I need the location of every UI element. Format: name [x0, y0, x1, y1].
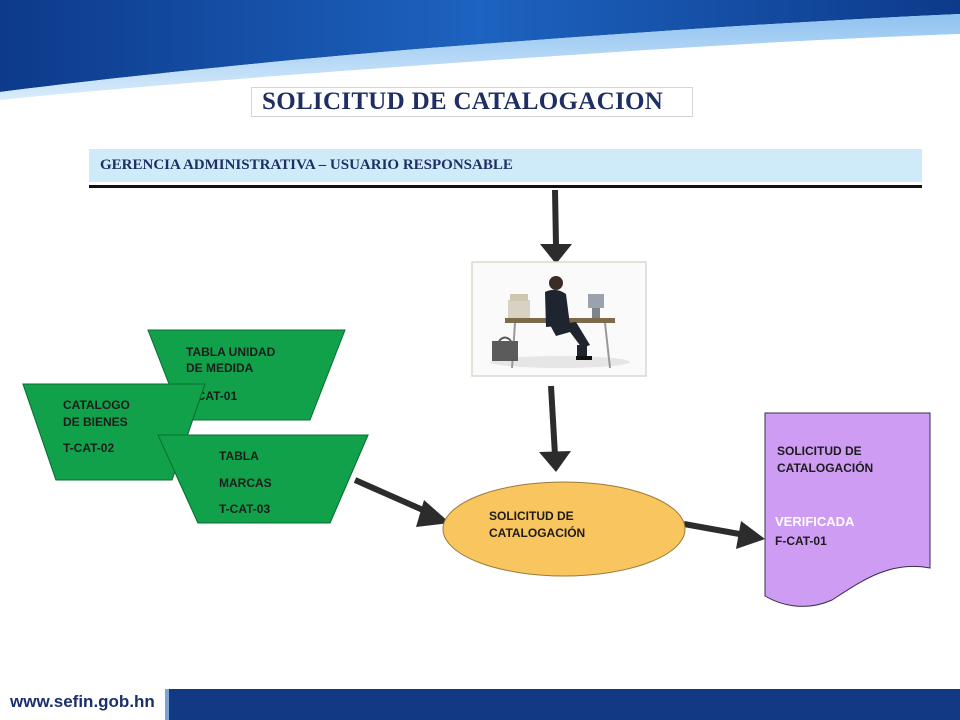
header-divider — [89, 185, 922, 188]
process-label-line1: SOLICITUD DE — [489, 509, 574, 523]
arrow-tables-to-process — [353, 477, 450, 527]
process-label-line2: CATALOGACIÓN — [489, 526, 586, 540]
marcas-label-line2: MARCAS — [219, 476, 272, 490]
page-title: SOLICITUD DE CATALOGACION — [262, 88, 664, 115]
office-worker-image — [471, 261, 647, 377]
marcas-label-line1: TABLA — [219, 449, 259, 463]
arrow-process-to-document — [683, 521, 765, 549]
document-label-line2: CATALOGACIÓN — [777, 461, 874, 475]
catalogo-bienes-label-line1: CATALOGO — [63, 398, 130, 412]
header-label: GERENCIA ADMINISTRATIVA – USUARIO RESPON… — [100, 157, 513, 173]
arrow-header-to-user — [540, 189, 572, 264]
document-code: F-CAT-01 — [775, 534, 827, 548]
document-label-line1: SOLICITUD DE — [777, 444, 862, 458]
catalogo-bienes-label-line2: DE BIENES — [63, 415, 128, 429]
document-status: VERIFICADA — [775, 514, 855, 529]
catalogo-bienes-code: T-CAT-02 — [63, 441, 115, 455]
title-frame — [251, 87, 693, 117]
footer-url-link[interactable]: www.sefin.gob.hn — [10, 692, 155, 711]
header-banner — [0, 0, 960, 100]
unidad-medida-label-line1: TABLA UNIDAD — [186, 345, 276, 359]
footer-separator — [165, 689, 169, 720]
marcas-code: T-CAT-03 — [219, 502, 271, 516]
footer-url-panel — [0, 689, 165, 720]
process-ellipse — [442, 481, 686, 577]
document-shape — [764, 412, 931, 607]
header-bar — [89, 149, 922, 182]
unidad-medida-label-line2: DE MEDIDA — [186, 361, 254, 375]
arrow-user-to-process — [539, 385, 571, 472]
